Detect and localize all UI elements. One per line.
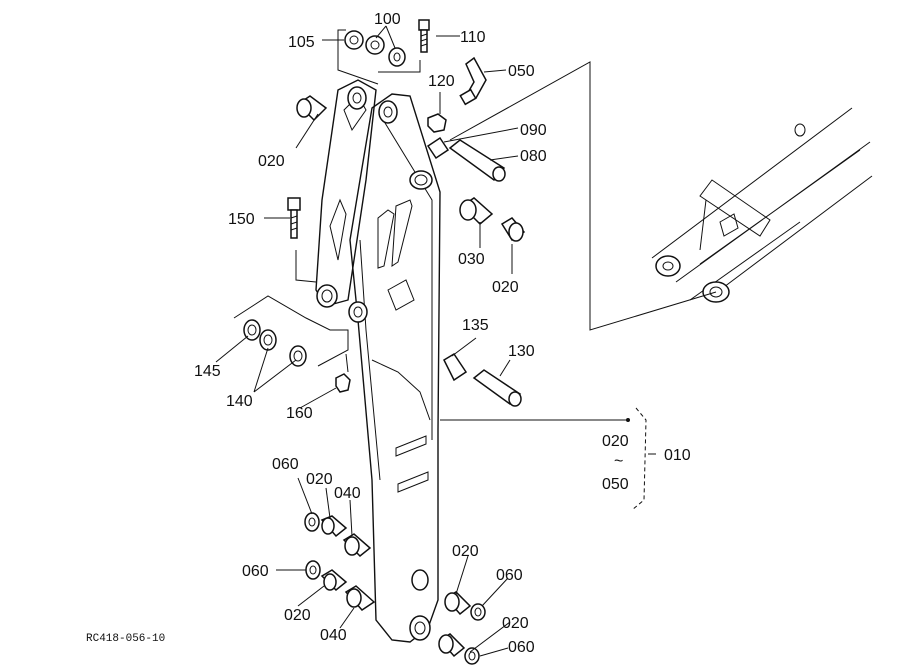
pin-hole-arm-lower <box>348 301 368 323</box>
label-060-c: 060 <box>496 567 523 584</box>
grease-fitting-050 <box>459 56 487 106</box>
label-060-d: 060 <box>508 639 535 656</box>
label-130: 130 <box>508 343 535 360</box>
pin-hole-bucket-lower <box>409 615 431 641</box>
label-020-e: 020 <box>284 607 311 624</box>
nut-120 <box>427 113 447 133</box>
part-labels: 105 100 110 050 120 090 080 020 150 030 … <box>194 11 691 656</box>
fitting-090 <box>426 136 450 160</box>
label-060-a: 060 <box>272 456 299 473</box>
bolt-150 <box>287 197 301 239</box>
label-080: 080 <box>520 148 547 165</box>
bushings-lower-left <box>304 512 376 611</box>
label-020-d: 020 <box>306 471 333 488</box>
washers-145-140 <box>243 319 307 367</box>
pin-hole-bucket-upper <box>411 569 429 591</box>
label-range-tilde: ~ <box>614 453 623 470</box>
label-150: 150 <box>228 211 255 228</box>
nut-160 <box>335 373 351 393</box>
label-105: 105 <box>288 34 315 51</box>
label-100: 100 <box>374 11 401 28</box>
label-030: 030 <box>458 251 485 268</box>
pin-hole-link-lower <box>316 284 338 308</box>
diagram-code: RC418-056-10 <box>86 633 165 645</box>
washers-105-100 <box>344 30 406 67</box>
label-135: 135 <box>462 317 489 334</box>
label-020-g: 020 <box>502 615 529 632</box>
bushing-020-right <box>500 217 526 242</box>
label-020-top: 020 <box>258 153 285 170</box>
label-140: 140 <box>226 393 253 410</box>
bushing-030 <box>459 197 494 226</box>
bolt-110 <box>418 19 430 53</box>
label-060-b: 060 <box>242 563 269 580</box>
label-040-a: 040 <box>334 485 361 502</box>
label-120: 120 <box>428 73 455 90</box>
leader-lines <box>215 25 656 657</box>
fitting-135 <box>443 352 468 382</box>
label-110: 110 <box>460 29 486 46</box>
pin-hole-top-link <box>347 86 367 110</box>
label-160: 160 <box>286 405 313 422</box>
pin-080 <box>448 139 506 182</box>
label-040-b: 040 <box>320 627 347 644</box>
label-050: 050 <box>508 63 535 80</box>
assembly-inset <box>651 107 873 303</box>
bushing-020-top <box>296 95 328 122</box>
label-050-range-end: 050 <box>602 476 629 493</box>
link-plate <box>315 79 377 307</box>
label-020-f: 020 <box>452 543 479 560</box>
label-145: 145 <box>194 363 221 380</box>
label-020-right: 020 <box>492 279 519 296</box>
label-010: 010 <box>664 447 691 464</box>
label-020-range-start: 020 <box>602 433 629 450</box>
bushings-lower-right <box>438 591 486 665</box>
label-090: 090 <box>520 122 547 139</box>
pin-hole-mid-arm <box>409 170 433 190</box>
pin-hole-top-arm <box>378 100 398 124</box>
